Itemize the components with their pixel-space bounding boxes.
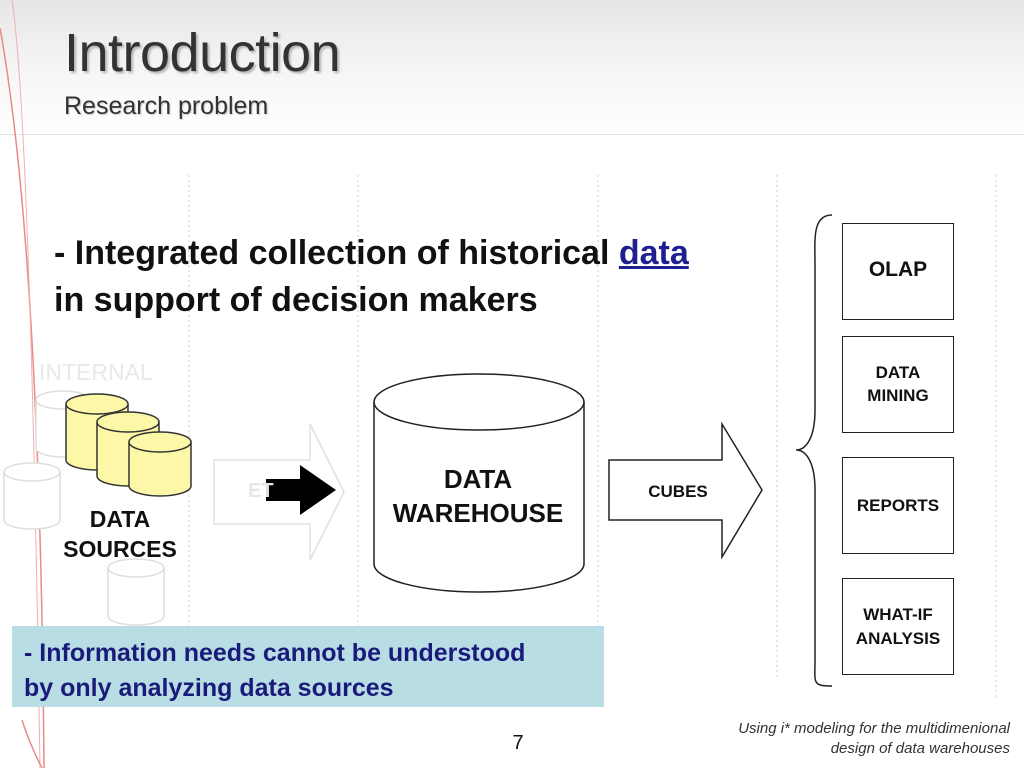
footer-line2: design of data warehouses bbox=[830, 740, 1010, 757]
slide-title: Introduction bbox=[64, 23, 341, 83]
data-mining-line2: MINING bbox=[867, 386, 929, 405]
cubes-arrow bbox=[608, 421, 763, 560]
what-if-line2: ANALYSIS bbox=[855, 628, 941, 648]
olap-box: OLAP bbox=[842, 223, 954, 320]
data-mining-box: DATA MINING bbox=[842, 336, 954, 433]
reports-box: REPORTS bbox=[842, 457, 954, 554]
ghost-internal-label: INTERNAL bbox=[39, 359, 153, 385]
slide-subtitle: Research problem bbox=[64, 92, 269, 120]
data-source-cylinder bbox=[128, 431, 192, 497]
information-needs-callout: - Information needs cannot be understood… bbox=[12, 626, 604, 707]
data-warehouse-cylinder bbox=[373, 373, 585, 593]
header-band bbox=[0, 0, 1024, 135]
data-sources-line2: SOURCES bbox=[63, 536, 177, 562]
ghost-etl-label: ET bbox=[248, 480, 274, 502]
cubes-label: CUBES bbox=[648, 482, 708, 501]
ghost-cylinder bbox=[107, 558, 165, 626]
main-statement-line2: in support of decision makers bbox=[54, 281, 538, 319]
data-warehouse-line1: DATA bbox=[443, 464, 513, 494]
footer-line1: Using i* modeling for the multidimeniona… bbox=[738, 720, 1010, 737]
olap-label: OLAP bbox=[868, 258, 928, 281]
page-number: 7 bbox=[512, 732, 524, 754]
data-mining-line1: DATA bbox=[875, 363, 921, 382]
main-statement: - Integrated collection of historical da… bbox=[54, 230, 814, 324]
data-sources-label: DATA SOURCES bbox=[40, 504, 200, 564]
main-statement-line1: - Integrated collection of historical bbox=[54, 234, 619, 272]
footer-citation: Using i* modeling for the multidimeniona… bbox=[610, 719, 1010, 759]
what-if-analysis-box: WHAT-IF ANALYSIS bbox=[842, 578, 954, 675]
reports-label: REPORTS bbox=[856, 495, 940, 515]
curly-brace bbox=[795, 214, 833, 687]
data-sources-line1: DATA bbox=[89, 506, 151, 532]
data-link[interactable]: data bbox=[618, 234, 689, 272]
ghost-cylinder bbox=[3, 462, 61, 530]
info-line2: by only analyzing data sources bbox=[24, 674, 394, 702]
etl-arrow bbox=[266, 465, 336, 515]
data-warehouse-line2: WAREHOUSE bbox=[392, 498, 564, 528]
what-if-line1: WHAT-IF bbox=[863, 604, 933, 624]
info-line1: - Information needs cannot be understood bbox=[24, 639, 526, 667]
data-warehouse-label: DATA WAREHOUSE bbox=[376, 462, 580, 530]
